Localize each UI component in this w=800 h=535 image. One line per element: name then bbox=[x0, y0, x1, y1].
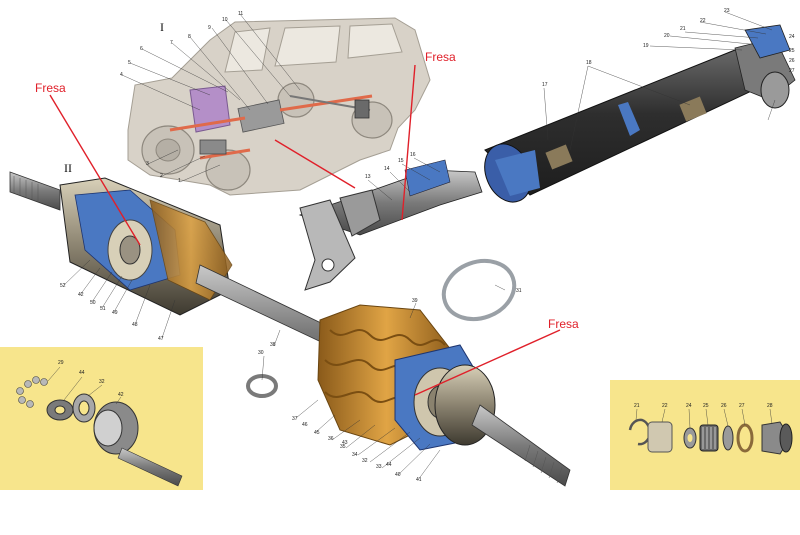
cv-joint-assembly bbox=[9, 171, 571, 487]
part-number: 21 bbox=[680, 26, 686, 32]
part-number: 9 bbox=[208, 25, 211, 31]
inset-right-numbers: 21 22 24 25 26 27 28 bbox=[634, 403, 773, 409]
part-number: 18 bbox=[586, 60, 592, 66]
section-label-cv-joint: II bbox=[64, 161, 72, 175]
part-number: 47 bbox=[158, 336, 164, 342]
part-number: 7 bbox=[170, 40, 173, 46]
inset-left-numbers: 29 44 32 42 bbox=[58, 360, 124, 398]
inset-left bbox=[0, 347, 203, 490]
part-number: 35 bbox=[340, 444, 346, 450]
part-number: 49 bbox=[112, 310, 118, 316]
part-number: 16 bbox=[410, 152, 416, 158]
part-number: 19 bbox=[643, 43, 649, 49]
part-number: 44 bbox=[386, 462, 392, 468]
part-number: 46 bbox=[302, 422, 308, 428]
section-label-vehicle: I bbox=[160, 20, 164, 34]
part-number: 42 bbox=[118, 392, 124, 398]
part-number: 44 bbox=[79, 370, 85, 376]
part-number: 41 bbox=[416, 477, 422, 483]
fresa-label-middle: Fresa bbox=[425, 50, 456, 64]
part-number: 1 bbox=[178, 178, 181, 184]
part-number: 40 bbox=[395, 472, 401, 478]
part-number: 34 bbox=[352, 452, 358, 458]
part-number: 31 bbox=[516, 288, 522, 294]
part-number: 24 bbox=[686, 403, 692, 409]
vehicle-illustration bbox=[121, 13, 431, 196]
part-number: 42 bbox=[78, 292, 84, 298]
propeller-shaft bbox=[298, 11, 796, 291]
part-number: 29 bbox=[58, 360, 64, 366]
part-number: 2 bbox=[160, 173, 163, 179]
part-number: 39 bbox=[412, 298, 418, 304]
part-number: 4 bbox=[120, 72, 123, 78]
part-number: 43 bbox=[342, 440, 348, 446]
part-number: 14 bbox=[384, 166, 390, 172]
part-number: 36 bbox=[328, 436, 334, 442]
inner-race bbox=[46, 399, 74, 421]
part-number: 45 bbox=[314, 430, 320, 436]
part-number: 21 bbox=[634, 403, 640, 409]
part-number: 50 bbox=[90, 300, 96, 306]
part-number: 11 bbox=[238, 11, 243, 17]
part-number: 30 bbox=[258, 350, 264, 356]
part-number: 22 bbox=[662, 403, 668, 409]
part-number: 25 bbox=[789, 48, 795, 54]
part-number: 32 bbox=[99, 379, 105, 385]
part-number: 32 bbox=[362, 458, 368, 464]
balls-set bbox=[16, 376, 48, 408]
cv-part-numbers: 30 31 32 33 34 35 36 37 38 39 40 41 42 4… bbox=[60, 283, 522, 483]
part-number: 6 bbox=[140, 46, 143, 52]
cage bbox=[72, 393, 96, 423]
part-number: 5 bbox=[128, 60, 131, 66]
part-number: 52 bbox=[60, 283, 66, 289]
part-number: 28 bbox=[767, 403, 773, 409]
shaft-part-numbers: 13 14 15 16 17 18 19 20 21 22 23 24 25 2… bbox=[365, 8, 795, 180]
part-number: 37 bbox=[292, 416, 298, 422]
fresa-label-right: Fresa bbox=[548, 317, 579, 331]
part-number: 25 bbox=[703, 403, 709, 409]
part-number: 51 bbox=[100, 306, 106, 312]
part-number: 26 bbox=[721, 403, 727, 409]
fresa-callout-lines bbox=[49, 64, 561, 396]
part-number: 26 bbox=[789, 58, 795, 64]
part-number: 48 bbox=[132, 322, 138, 328]
part-number: 3 bbox=[146, 161, 149, 167]
part-number: 27 bbox=[789, 68, 795, 74]
part-number: 13 bbox=[365, 174, 371, 180]
part-number: 10 bbox=[222, 17, 228, 23]
part-number: 22 bbox=[700, 18, 706, 24]
part-number: 24 bbox=[789, 34, 795, 40]
part-number: 20 bbox=[664, 33, 670, 39]
part-number: 38 bbox=[270, 342, 276, 348]
fresa-label-left: Fresa bbox=[35, 81, 66, 95]
outer-housing bbox=[93, 401, 183, 487]
part-number: 23 bbox=[724, 8, 730, 14]
inset-right bbox=[610, 380, 800, 490]
part-number: 33 bbox=[376, 464, 382, 470]
vehicle-part-numbers: 1 2 3 4 5 6 7 8 9 10 11 bbox=[120, 11, 243, 184]
part-number: 15 bbox=[398, 158, 404, 164]
part-number: 27 bbox=[739, 403, 745, 409]
part-number: 17 bbox=[542, 82, 548, 88]
part-number: 8 bbox=[188, 34, 191, 40]
